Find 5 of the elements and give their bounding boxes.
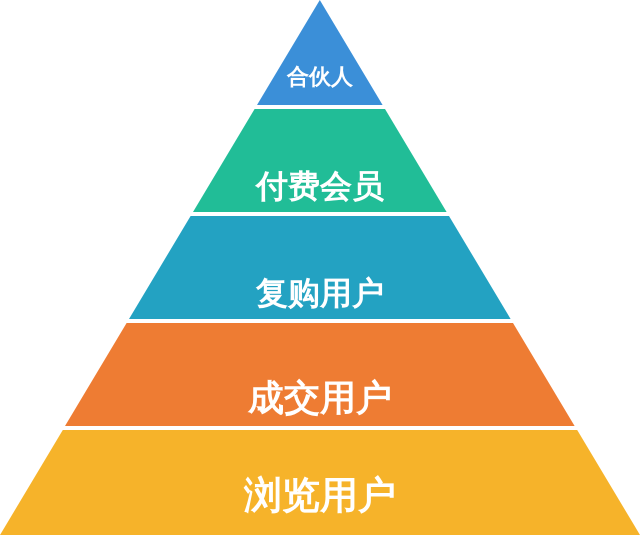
band-label: 复购用户 — [256, 277, 384, 309]
band-label: 付费会员 — [256, 170, 384, 202]
band-label: 合伙人 — [286, 67, 353, 89]
band-label: 浏览用户 — [244, 476, 396, 514]
band-label: 成交用户 — [248, 381, 392, 417]
